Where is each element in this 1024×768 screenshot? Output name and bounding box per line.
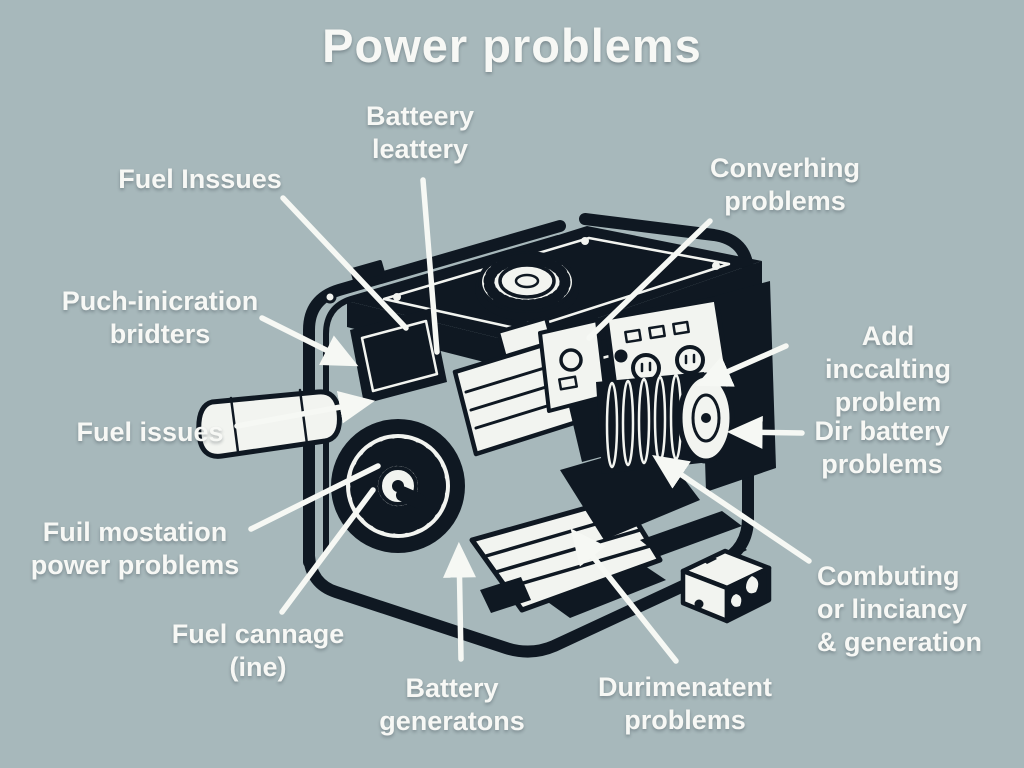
battery-terminal [702,555,717,564]
label-batteery-leattery: Batteery leattery [365,101,475,164]
label-fuel-inssues: Fuel Inssues [118,164,282,194]
leader-line-durimenatent [570,528,679,664]
outlet-slots [640,361,652,373]
leader-line-fuel-issues [234,390,376,429]
panel-switch [624,328,642,344]
tank-screw [712,262,720,270]
panel-switch [672,320,690,336]
fuel-cap-center [514,273,540,289]
leader-line-dir-battery [726,415,805,449]
fuel-cap-ribs [483,253,571,311]
label-combuting: Combuting or linciancy & generation [817,561,983,657]
battery-leaf-glyph [731,576,759,607]
label-add-inccalting: Add inccalting problem [824,321,952,417]
tank-screw [393,293,401,301]
breaker-button [614,349,628,363]
label-battery-generatons: Battery generatons [379,673,525,736]
fuel-cap-inner [498,263,556,299]
tank-screw [581,237,589,245]
alternator-icon [596,372,735,474]
leader-line-fuel-inssues [280,195,409,331]
leader-lines [234,177,812,664]
panel-switch-row [624,320,690,344]
label-converhing-problems: Converhing problems [709,153,861,216]
base-skid-icon [480,511,742,618]
generator-illustration [196,213,776,658]
recoil-pull-handle [395,486,426,509]
leader-line-fuel-cannage [279,487,376,615]
recoil-starter-icon [331,419,465,553]
leader-line-add-inccalting [695,343,789,387]
gauge-icon [559,348,583,372]
air-filter-body [350,308,447,404]
frame-left-hoop [303,220,566,568]
battery-side-panel [724,565,772,624]
alternator-ribs [605,373,683,469]
frame-bolt [323,290,337,304]
battery-front-dot [694,599,704,609]
label-fuel-cannage: Fuel cannage (ine) [171,619,345,682]
leader-line-puch-inicration [259,315,359,367]
sub-switch [558,375,578,391]
muffler-body [196,389,342,459]
battery-terminal [732,546,747,555]
leader-line-fuil-mostation [248,463,381,532]
leader-line-batteery-leattery [420,177,440,355]
leader-line-battery-generatons [443,541,477,662]
skid-rear [640,511,742,556]
outlet-slots [684,353,696,365]
battery-box-icon [680,546,772,624]
label-fuil-mostation: Fuil mostation power problems [30,517,240,580]
frame-left-hoop-inner [323,235,561,555]
alternator-end-inner [691,393,721,443]
recoil-spokes [350,438,446,534]
skid-front [545,564,666,618]
leader-line-converhing-problems [586,218,713,341]
leader-line-combuting [652,454,812,564]
alternator-center-bolt [701,413,711,423]
label-fuel-issues: Fuel issues [76,417,224,447]
panel-switch [648,324,666,340]
outlet-icon [675,345,705,375]
label-puch-inicration: Puch-inicration bridters [61,286,259,349]
label-durimenatent: Durimenatent problems [597,672,773,735]
cross-member [480,577,531,613]
poster-title: Power problems [322,19,702,72]
fuel-cap-icon [475,251,579,321]
label-dir-battery: Dir battery problems [814,416,950,479]
